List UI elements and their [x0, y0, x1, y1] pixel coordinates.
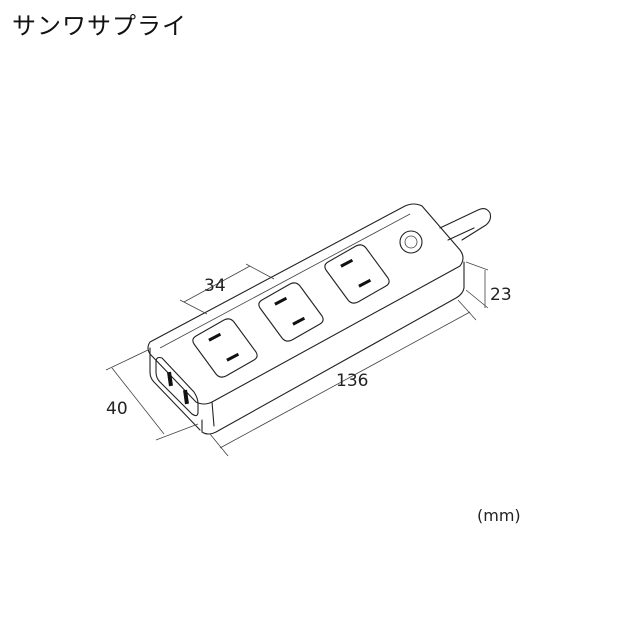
- top-outlet-1: [192, 318, 258, 378]
- dimension-width: 40: [105, 349, 199, 441]
- power-cord: [439, 207, 492, 241]
- dimension-outlet-pitch: 34: [179, 263, 275, 315]
- front-end-outlet: [155, 356, 199, 417]
- dimension-label-length: 136: [336, 371, 368, 391]
- power-switch: [399, 230, 423, 254]
- dimension-length: 136: [209, 299, 477, 457]
- brand-logo: サンワサプライ: [12, 12, 187, 40]
- dimension-label-width: 40: [106, 399, 128, 419]
- top-outlet-3: [324, 244, 390, 304]
- unit-label: (mm): [477, 506, 521, 525]
- power-strip-body: [147, 203, 465, 435]
- top-outlet-2: [258, 282, 324, 342]
- dimension-label-outlet-pitch: 34: [204, 276, 226, 296]
- dimension-label-height: 23: [490, 285, 512, 305]
- dimension-height: 23: [465, 261, 512, 309]
